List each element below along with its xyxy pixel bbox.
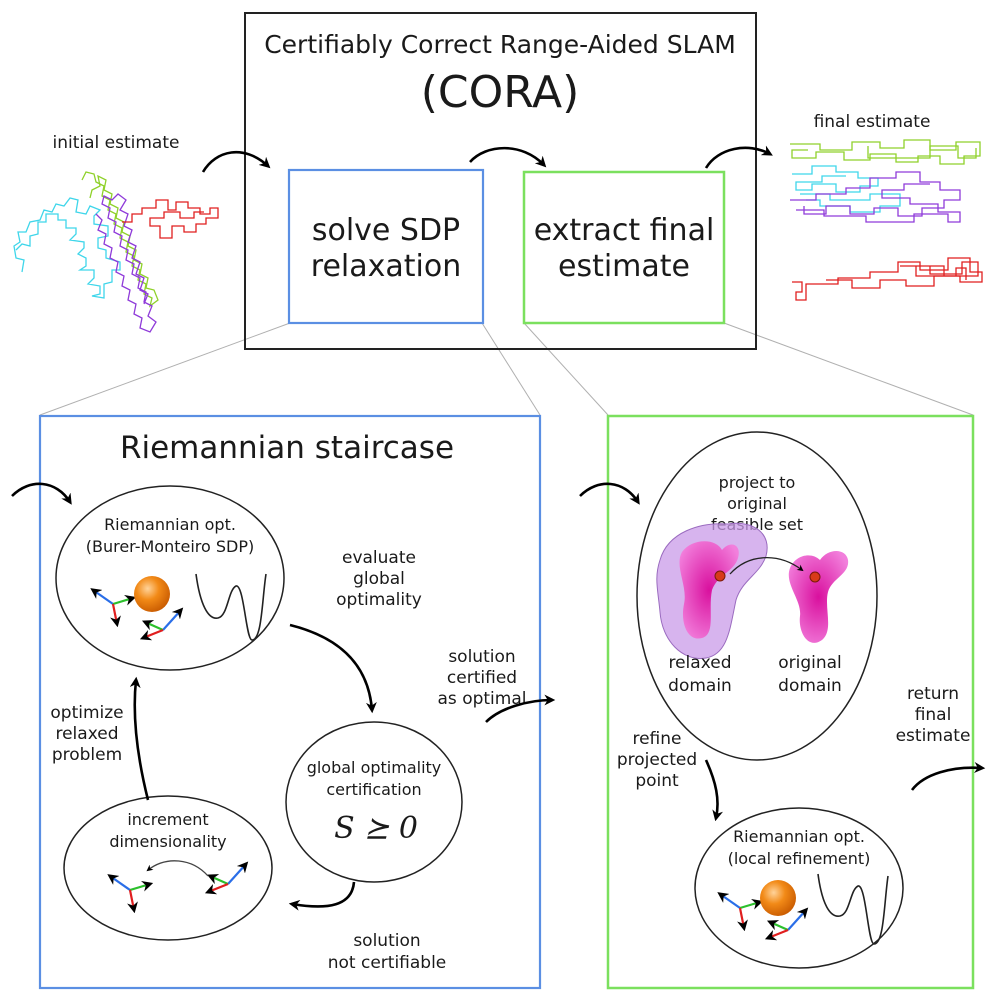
cora-acronym: (CORA) [421,67,580,118]
evaluate-arrow [289,623,377,714]
certified-label-1: solution [448,647,515,667]
cora-title: Certifiably Correct Range-Aided SLAM [264,30,736,59]
staircase-entry-arrow [11,482,72,505]
original-domain-label-1: original [778,653,842,673]
relaxed-domain-label-2: domain [668,676,732,696]
relaxed-point [714,570,726,582]
original-domain-label-2: domain [778,676,842,696]
certified-arrow [485,694,556,723]
certified-label-3: as optimal [438,689,527,709]
initial-estimate-trajectory-icon [13,171,219,333]
not-certifiable-arrow [288,881,356,911]
projected-point [809,571,821,583]
not-certifiable-label-1: solution [353,931,420,951]
extract-label-line2: estimate [558,249,690,284]
extract-estimate-box [522,170,726,325]
cost-curve-icon [195,573,267,641]
refine-label-2: projected [617,750,697,770]
solve-sdp-box [287,168,485,325]
riemannian-opt-subtitle: (Burer-Monteiro SDP) [86,537,255,556]
extract-label-line1: extract final [534,213,715,248]
final-estimate-label: final estimate [814,112,931,132]
increment-label-1: increment [127,810,208,829]
sphere-icon [134,576,170,612]
project-label-1: project to [719,473,796,492]
cora-frame [244,12,757,350]
certification-title-1: global optimality [307,758,442,777]
riemannian-opt-node [55,485,285,671]
riemannian-opt-title: Riemannian opt. [104,515,236,534]
evaluate-label-3: optimality [336,590,422,610]
initial-estimate-label: initial estimate [53,133,180,153]
certification-condition: S ⪰ 0 [334,811,418,846]
cost-curve-icon [817,873,889,945]
return-label-2: final [915,705,952,725]
evaluate-label-2: global [353,569,405,589]
projection-node [636,431,878,761]
optimize-label-3: problem [52,745,122,765]
certification-title-2: certification [326,780,421,799]
local-opt-title: Riemannian opt. [733,827,865,846]
extract-to-final-arrow [704,145,773,169]
return-arrow [910,762,986,791]
final-estimate-trajectory-icon [790,139,983,301]
solve-sdp-label-line2: relaxation [311,249,461,284]
certified-label-2: certified [447,668,517,688]
initial-to-solve-arrow [201,150,271,173]
solve-sdp-label-line1: solve SDP [312,213,460,248]
refine-label-1: refine [632,729,681,749]
optimize-arrow [129,676,150,801]
evaluate-label-1: evaluate [342,548,416,568]
project-label-2: original [727,494,787,513]
projection-arrow [729,557,804,575]
refine-label-3: point [635,771,679,791]
certification-node [285,721,463,883]
extraction-entry-arrow [579,482,640,505]
increment-curve-arrow [146,860,209,877]
local-opt-subtitle: (local refinement) [728,849,871,868]
optimize-label-2: relaxed [55,724,118,744]
increment-node [63,795,273,941]
increment-label-2: dimensionality [109,832,226,851]
original-domain-shape [788,551,849,643]
refine-arrow [704,759,723,822]
not-certifiable-label-2: not certifiable [328,953,447,973]
sphere-icon [760,880,796,916]
local-refinement-node [694,807,904,969]
zoom-guides [39,322,974,416]
relaxed-domain-core [679,541,739,639]
staircase-title: Riemannian staircase [120,430,454,466]
return-label-3: estimate [896,726,971,746]
optimize-label-1: optimize [50,703,123,723]
relaxed-domain-label-1: relaxed [668,653,731,673]
return-label-1: return [907,684,959,704]
solve-to-extract-arrow [469,146,547,168]
staircase-panel [38,414,542,990]
